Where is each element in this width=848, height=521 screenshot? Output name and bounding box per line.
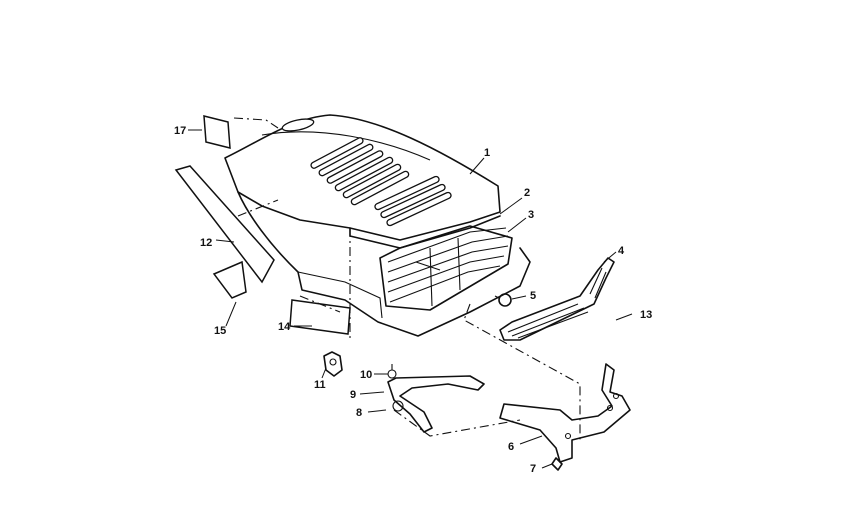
callout-12: 12 bbox=[200, 237, 212, 249]
callout-11: 11 bbox=[314, 379, 326, 391]
callout-5: 5 bbox=[530, 290, 536, 302]
callout-13: 13 bbox=[640, 309, 652, 321]
mounting-bracket bbox=[499, 363, 631, 463]
callout-1: 1 bbox=[484, 147, 490, 159]
callout-6: 6 bbox=[508, 441, 514, 453]
grille bbox=[387, 227, 509, 307]
callout-4: 4 bbox=[618, 245, 625, 257]
side-decal bbox=[174, 165, 275, 284]
hood-vents-rear bbox=[310, 137, 410, 206]
leader-lines bbox=[188, 129, 633, 469]
callout-17: 17 bbox=[174, 125, 186, 137]
callout-7: 7 bbox=[530, 463, 536, 475]
pin bbox=[551, 457, 563, 471]
callout-3: 3 bbox=[528, 209, 534, 221]
small-decal bbox=[212, 260, 247, 299]
callout-10: 10 bbox=[360, 369, 372, 381]
callout-labels: 1 2 3 4 5 6 7 8 9 10 11 12 13 14 15 17 bbox=[174, 125, 652, 475]
linkage bbox=[387, 364, 485, 433]
callout-15: 15 bbox=[214, 325, 226, 337]
callout-9: 9 bbox=[350, 389, 356, 401]
hood-vents-front bbox=[374, 175, 452, 227]
callout-14: 14 bbox=[278, 321, 291, 333]
side-grille-insert bbox=[499, 257, 615, 341]
hood-emblem bbox=[281, 118, 315, 132]
top-decal bbox=[203, 115, 231, 149]
callout-2: 2 bbox=[524, 187, 530, 199]
assembly-lines bbox=[233, 117, 581, 440]
clip bbox=[323, 351, 343, 377]
callout-8: 8 bbox=[356, 407, 362, 419]
bolt bbox=[494, 293, 512, 307]
front-decal bbox=[289, 299, 351, 335]
